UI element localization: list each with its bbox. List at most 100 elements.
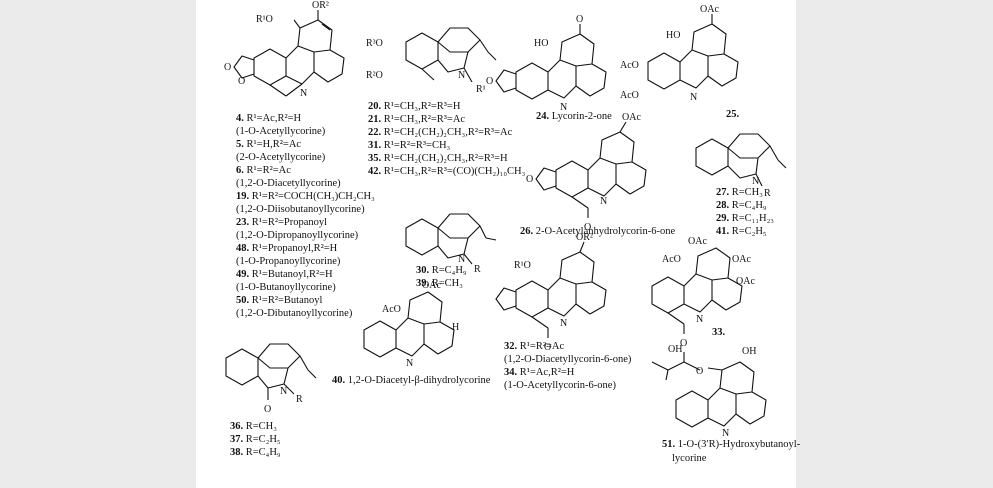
atom-n: N — [406, 358, 413, 369]
atom-n: N — [690, 92, 697, 103]
compound-number: 36. — [230, 421, 246, 432]
compound-number: 4. — [236, 113, 247, 124]
compound-substituents: R=C₁₁H₂₃ — [731, 213, 774, 224]
compound-number: 20. — [368, 101, 384, 112]
compound-entry: (1,2-O-Dipropanoyllycorine) — [236, 229, 375, 242]
compound-substituents: R=C₂H₅ — [245, 434, 281, 445]
structure-4-lycorine-diol-esters: O O R¹O OR² N — [224, 0, 345, 99]
structure-24-lycorin-2-one: O HO O N — [486, 14, 607, 113]
caption-33: 33. — [712, 326, 725, 340]
compound-substituents: (1-O-Acetyllycorin-6-one) — [504, 380, 616, 391]
compound-entry: 36. R=CH₃ — [230, 420, 281, 433]
caption-40-number: 40. — [332, 375, 346, 386]
compound-number: 32. — [504, 341, 520, 352]
compound-entry: 4. R¹=Ac,R²=H — [236, 112, 375, 125]
caption-24-text: Lycorin-2-one — [551, 111, 612, 122]
structure-27: N R — [695, 133, 787, 199]
atom-o: O — [680, 338, 687, 349]
atom-n: N — [722, 428, 729, 439]
atom-o: O — [576, 14, 583, 25]
compound-entry: (1-O-Propanoyllycorine) — [236, 255, 375, 268]
atom-n: N — [696, 314, 703, 325]
compound-number: 30. — [416, 265, 432, 276]
label-r1o: R¹O — [514, 260, 531, 271]
label-ho: HO — [534, 38, 548, 49]
compound-entry: 22. R¹=CH₂(CH₂)₂CH₃,R²=R³=Ac — [368, 126, 525, 139]
compound-entry: 30. R=C₄H₉ — [416, 264, 467, 277]
compound-substituents: (1,2-O-Diacetyllycorin-6-one) — [504, 354, 632, 365]
caption-26: 26. 2-O-Acetylanhydrolycorin-6-one — [520, 225, 675, 239]
compound-entry: 31. R¹=R²=R³=CH₃ — [368, 139, 525, 152]
compound-substituents: R¹=CH₃,R²=R³=(CO)(CH₂)₁₀CH₃ — [383, 166, 526, 177]
compound-substituents: R¹=Ac,R²=H — [246, 113, 302, 124]
label-oac: OAc — [700, 4, 719, 15]
label-oac: OAc — [732, 254, 751, 265]
structure-51: OH O OH N — [651, 344, 767, 439]
compound-entry: 42. R¹=CH₃,R²=R³=(CO)(CH₂)₁₀CH₃ — [368, 165, 525, 178]
compound-entry: 37. R=C₂H₅ — [230, 433, 281, 446]
atom-n: N — [600, 196, 607, 207]
compound-list-lycorine-esters: 4. R¹=Ac,R²=H(1-O-Acetyllycorine)5. R¹=H… — [236, 112, 375, 320]
compound-entry: (1,2-O-Diacetyllycorine) — [236, 177, 375, 190]
label-aco: AcO — [620, 90, 639, 101]
label-r: R — [764, 188, 771, 199]
compound-number: 29. — [716, 213, 732, 224]
compound-substituents: (1-O-Butanoyllycorine) — [236, 282, 336, 293]
compound-entry: (1,2-O-Diacetyllycorin-6-one) — [504, 353, 631, 366]
compound-entry: (1-O-Acetyllycorine) — [236, 125, 375, 138]
caption-26-number: 26. — [520, 226, 534, 237]
atom-n: N — [300, 88, 307, 99]
label-oh: OH — [668, 344, 682, 355]
label-r1o: R¹O — [256, 14, 273, 25]
compound-entry: 19. R¹=R²=COCH(CH₃)CH₂CH₃ — [236, 190, 375, 203]
compound-number: 34. — [504, 367, 520, 378]
compound-substituents: R¹=Propanoyl,R²=H — [251, 243, 338, 254]
compound-entry: 29. R=C₁₁H₂₃ — [716, 212, 774, 225]
compound-entry: 6. R¹=R²=Ac — [236, 164, 375, 177]
label-or2: OR² — [312, 0, 329, 11]
caption-51-number: 51. — [662, 439, 676, 450]
compound-substituents: R¹=R²=Butanoyl — [251, 295, 323, 306]
atom-n: N — [458, 70, 465, 81]
compound-substituents: R¹=Butanoyl,R²=H — [251, 269, 333, 280]
compound-substituents: R¹=R²=R³=CH₃ — [383, 140, 451, 151]
caption-25-number: 25. — [726, 109, 740, 120]
compound-substituents: (1,2-O-Dipropanoyllycorine) — [236, 230, 359, 241]
compound-entry: 20. R¹=CH₃,R²=R³=H — [368, 100, 525, 113]
compound-entry: 50. R¹=R²=Butanoyl — [236, 294, 375, 307]
compound-substituents: R=C₄H₉ — [731, 200, 767, 211]
structure-20-phenanthridine: R³O R²O N R¹ — [366, 27, 497, 95]
label-aco: AcO — [662, 254, 681, 265]
compound-number: 27. — [716, 187, 732, 198]
compound-entry: 27. R=CH₃ — [716, 186, 774, 199]
structure-36: O N R — [225, 343, 317, 415]
atom-n: N — [560, 318, 567, 329]
compound-number: 22. — [368, 127, 384, 138]
label-oac: OAc — [688, 236, 707, 247]
label-aco: AcO — [620, 60, 639, 71]
atom-o: O — [264, 404, 271, 415]
atom-h: H — [452, 322, 459, 333]
structure-32: R¹O OR² N O — [495, 232, 607, 353]
label-aco: AcO — [382, 304, 401, 315]
caption-51-line-1: 51. 1-O-(3′R)-Hydroxybutanoyl- — [662, 438, 800, 452]
compound-number: 21. — [368, 114, 384, 125]
compound-entry: (2-O-Acetyllycorine) — [236, 151, 375, 164]
compound-number: 41. — [716, 226, 732, 237]
compound-number: 49. — [236, 269, 252, 280]
compound-substituents: (2-O-Acetyllycorine) — [236, 152, 326, 163]
atom-o: O — [238, 76, 245, 87]
compound-substituents: R=C₂H₅ — [731, 226, 767, 237]
compound-number: 6. — [236, 165, 247, 176]
structure-30: N R — [405, 213, 497, 275]
label-r1: R¹ — [476, 84, 486, 95]
compound-substituents: R=CH₃ — [431, 278, 463, 289]
compound-substituents: R¹=CH₃,R²=R³=Ac — [383, 114, 466, 125]
caption-40-text: 1,2-O-Diacetyl-β-dihydrolycorine — [347, 375, 491, 386]
atom-n: N — [752, 176, 759, 187]
compound-list-32: 32. R¹=R²=Ac(1,2-O-Diacetyllycorin-6-one… — [504, 340, 631, 392]
compound-substituents: R=C₄H₉ — [245, 447, 281, 458]
compound-substituents: R¹=Ac,R²=H — [519, 367, 575, 378]
